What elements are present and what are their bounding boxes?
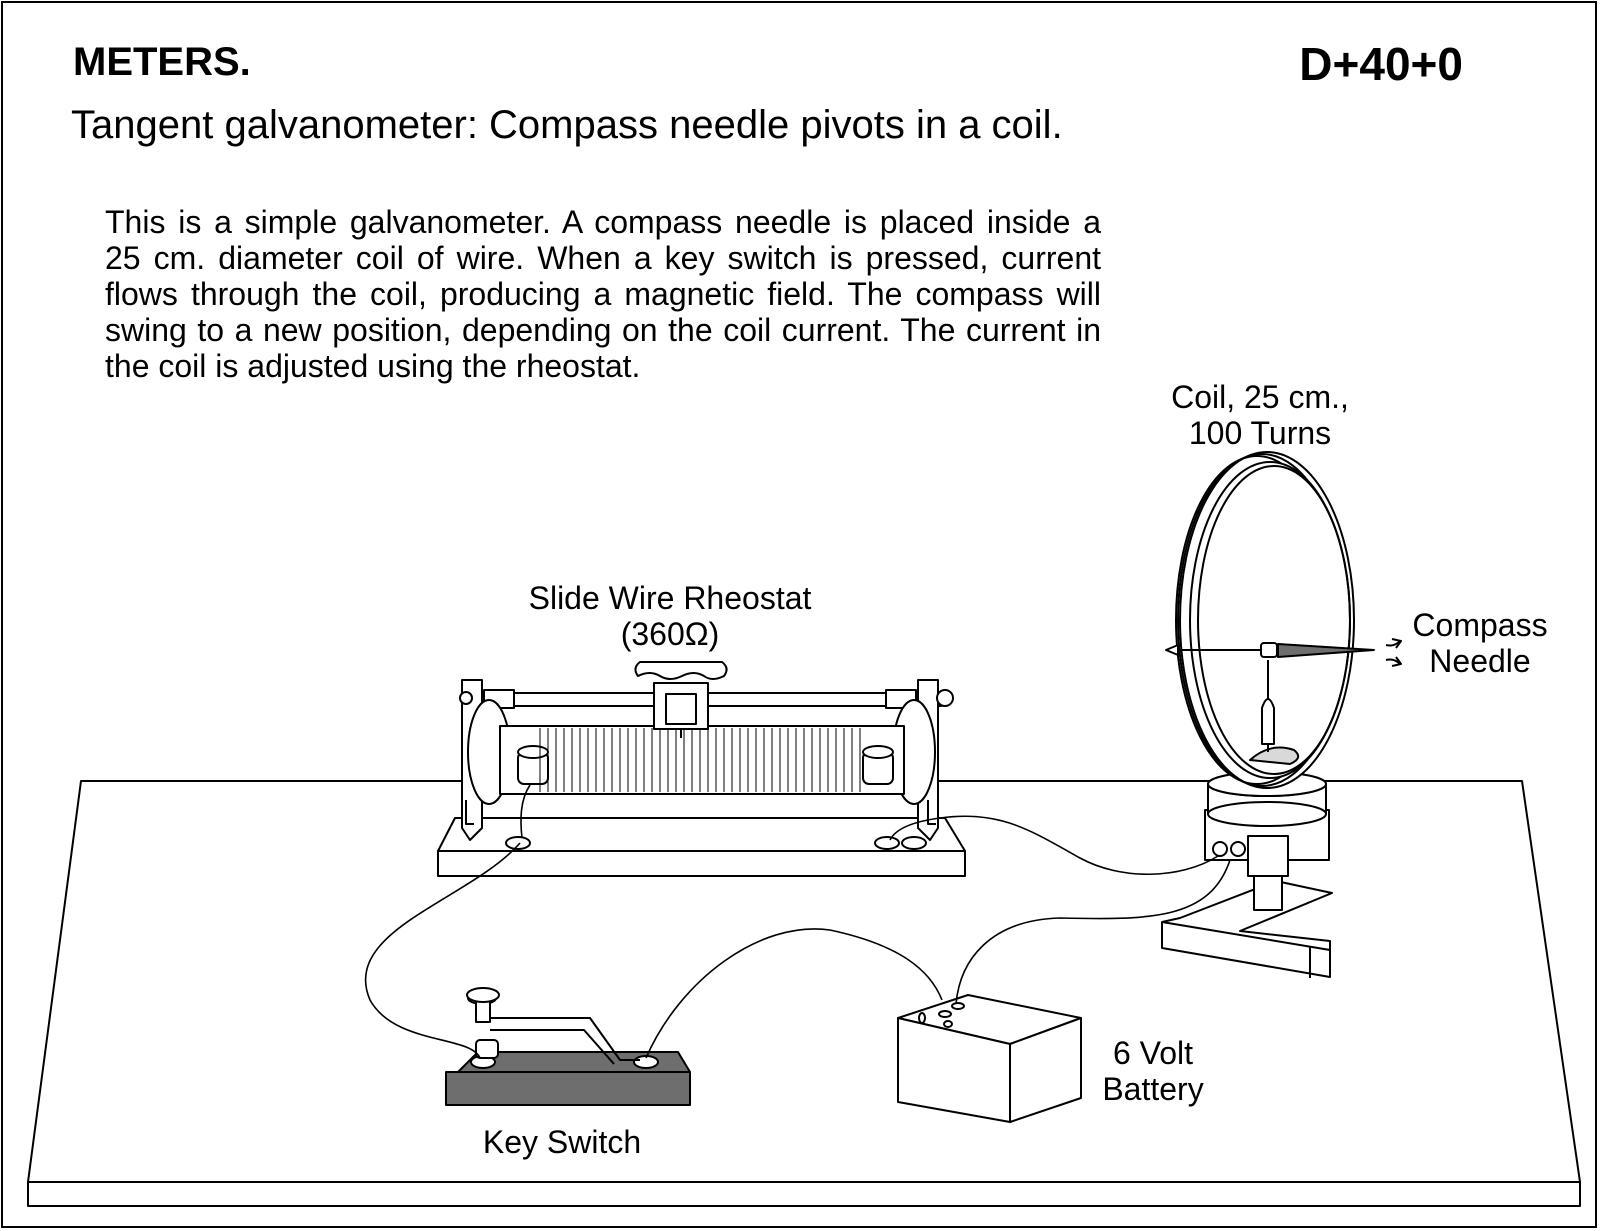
- coil-label-line1: Coil, 25 cm.,: [1171, 379, 1349, 415]
- battery-label-line2: Battery: [1102, 1071, 1204, 1107]
- needle-label-line2: Needle: [1429, 643, 1531, 679]
- coil-label-line2: 100 Turns: [1188, 415, 1332, 451]
- rheostat-label-line2: (360Ω): [620, 616, 720, 652]
- needle-label: Compass Needle: [1400, 607, 1560, 679]
- rheostat-windings: [539, 728, 861, 792]
- key-switch: [445, 987, 691, 1106]
- page-code: D+40+0: [1299, 38, 1463, 90]
- needle-label-line1: Compass: [1412, 607, 1548, 643]
- rheostat-label-line1: Slide Wire Rheostat: [528, 580, 812, 616]
- wires: [364, 784, 1231, 1059]
- key-switch-label: Key Switch: [482, 1124, 642, 1160]
- battery: [897, 994, 1082, 1123]
- table: [27, 780, 1581, 1207]
- description-paragraph: This is a simple galvanometer. A compass…: [105, 204, 1101, 384]
- section-title: METERS.: [73, 40, 251, 84]
- rheostat: [437, 661, 966, 877]
- battery-label-line1: 6 Volt: [1112, 1035, 1194, 1071]
- coil-label: Coil, 25 cm., 100 Turns: [1150, 379, 1370, 451]
- battery-label: 6 Volt Battery: [1088, 1035, 1218, 1107]
- page-subtitle: Tangent galvanometer: Compass needle piv…: [71, 103, 1063, 147]
- coil-stand: [1161, 451, 1402, 978]
- rheostat-label: Slide Wire Rheostat (360Ω): [500, 580, 840, 652]
